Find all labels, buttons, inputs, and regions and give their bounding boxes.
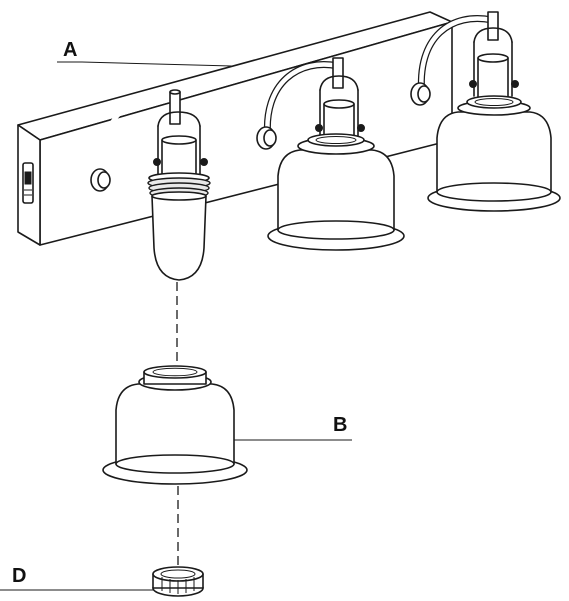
callout-b-label: B [333, 414, 347, 436]
callout-a-label: A [63, 39, 77, 61]
callout-a: A [57, 39, 233, 67]
left-arm [90, 96, 171, 192]
callout-b: B [234, 414, 352, 441]
callout-d: D [0, 565, 154, 591]
side-switch-icon [22, 162, 34, 204]
callout-d-label: D [12, 565, 26, 587]
right-shade [427, 95, 561, 212]
right-socket [469, 11, 519, 99]
left-socket [147, 89, 211, 281]
retaining-ring-d [152, 566, 204, 597]
right-arm [410, 15, 496, 106]
middle-arm [256, 61, 342, 150]
middle-shade [267, 133, 405, 251]
glass-shade-b [102, 365, 248, 485]
